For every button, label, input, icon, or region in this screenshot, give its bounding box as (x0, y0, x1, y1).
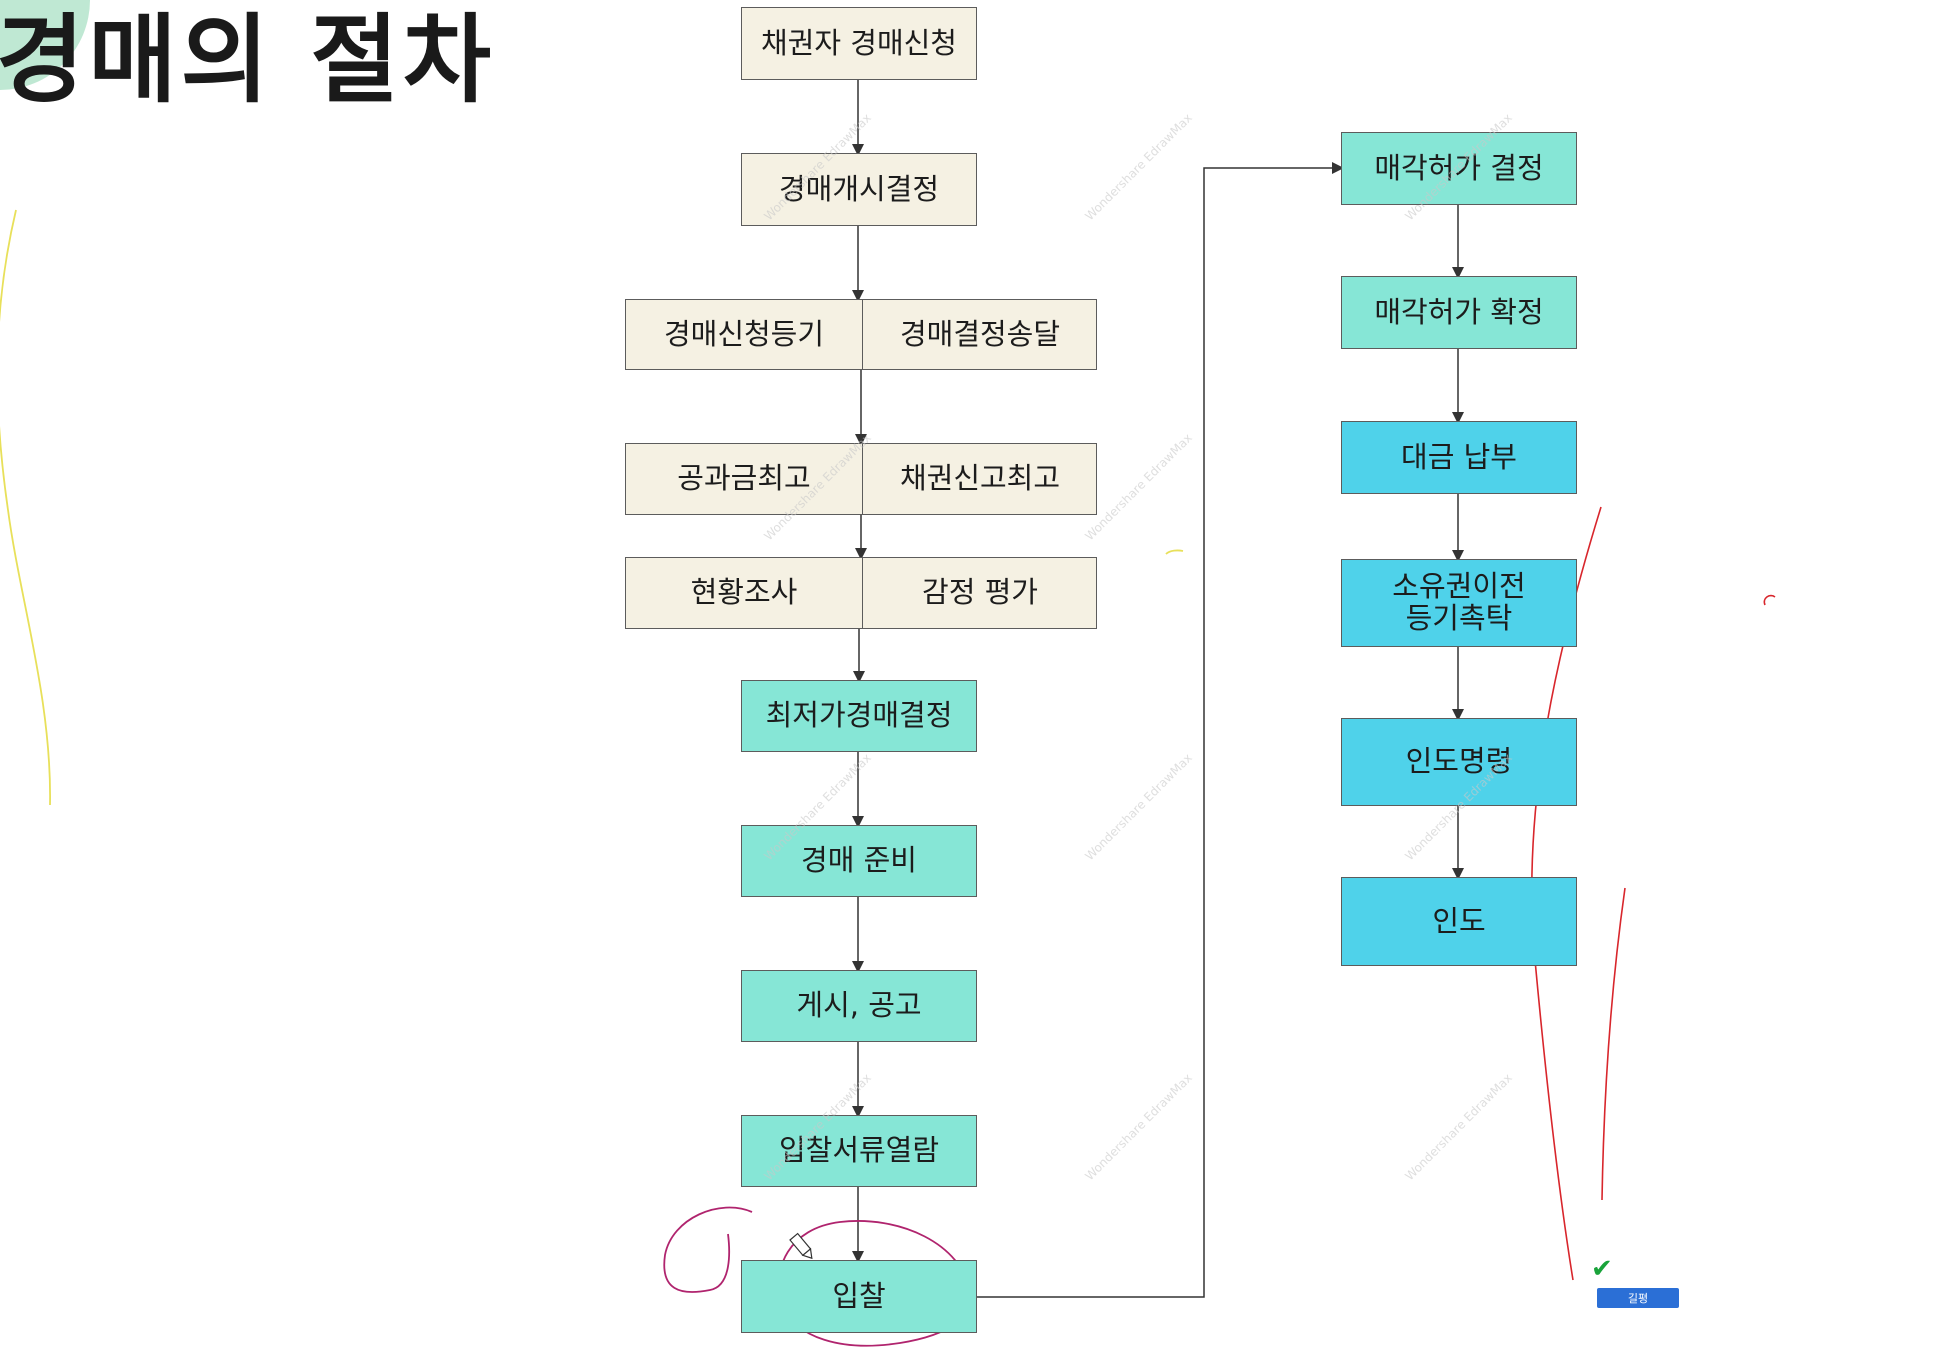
step-label: 인도명령 (1405, 744, 1513, 779)
red-annotation-tick (1763, 594, 1776, 606)
step-bid-document-review: 입찰서류열람 (741, 1115, 977, 1187)
step-label: 현황조사 (690, 575, 798, 610)
step-label: 경매결정송달 (899, 316, 1061, 351)
split-divider (862, 558, 863, 628)
check-icon: ✔ (1591, 1254, 1613, 1284)
split-divider (862, 300, 863, 369)
pen-cursor-icon (789, 1232, 813, 1260)
step-left-half: 현황조사 (626, 558, 862, 628)
step-minimum-price-decision: 최저가경매결정 (741, 680, 977, 752)
step-label: 경매신청등기 (663, 316, 825, 351)
page-title: 경매의 절차 (0, 4, 496, 116)
step-label: 최저가경매결정 (765, 698, 953, 733)
step-right-half: 감정 평가 (862, 558, 1098, 628)
step-label: 경매 준비 (801, 843, 917, 878)
step-auction-preparation: 경매 준비 (741, 825, 977, 897)
step-ownership-transfer-registration: 소유권이전 등기촉탁 (1341, 559, 1577, 647)
step-registration-and-notice: 경매신청등기 경매결정송달 (625, 299, 1097, 370)
step-delivery-order: 인도명령 (1341, 718, 1577, 806)
step-sale-permission-confirmed: 매각허가 확정 (1341, 276, 1577, 349)
yellow-annotation-tick (1165, 549, 1184, 555)
red-annotation-line-short (1601, 887, 1626, 1201)
step-label: 게시, 공고 (796, 988, 922, 1023)
step-label: 소유권이전 등기촉탁 (1392, 569, 1526, 635)
step-inspection-and-appraisal: 현황조사 감정 평가 (625, 557, 1097, 629)
yellow-annotation-line (0, 209, 51, 806)
step-left-half: 경매신청등기 (626, 300, 862, 369)
step-label: 감정 평가 (922, 575, 1038, 610)
step-label: 인도 (1432, 903, 1486, 938)
step-auction-start-decision: 경매개시결정 (741, 153, 977, 226)
step-payment: 대금 납부 (1341, 421, 1577, 494)
step-label: 채권자 경매신청 (761, 25, 957, 60)
step-tax-and-claim-notice: 공과금최고 채권신고최고 (625, 443, 1097, 515)
connector-bid-to-sale-decision (977, 162, 1344, 1298)
step-sale-permission-decision: 매각허가 결정 (1341, 132, 1577, 205)
step-creditor-auction-request: 채권자 경매신청 (741, 7, 977, 80)
step-left-half: 공과금최고 (626, 444, 862, 514)
step-label: 매각허가 결정 (1374, 150, 1544, 185)
step-bidding: 입찰 (741, 1260, 977, 1333)
step-label: 공과금최고 (677, 461, 811, 496)
step-label: 입찰 (832, 1278, 886, 1313)
step-label: 입찰서류열람 (778, 1133, 940, 1168)
split-divider (862, 444, 863, 514)
step-label: 대금 납부 (1401, 439, 1517, 474)
step-posting-announcement: 게시, 공고 (741, 970, 977, 1042)
name-tag[interactable]: 길평 (1597, 1288, 1679, 1308)
step-label: 매각허가 확정 (1374, 294, 1544, 329)
step-label: 채권신고최고 (899, 461, 1061, 496)
step-label: 경매개시결정 (778, 171, 940, 206)
step-right-half: 채권신고최고 (862, 444, 1098, 514)
magenta-annotation-curve (663, 1206, 753, 1293)
step-right-half: 경매결정송달 (862, 300, 1098, 369)
step-delivery: 인도 (1341, 877, 1577, 966)
